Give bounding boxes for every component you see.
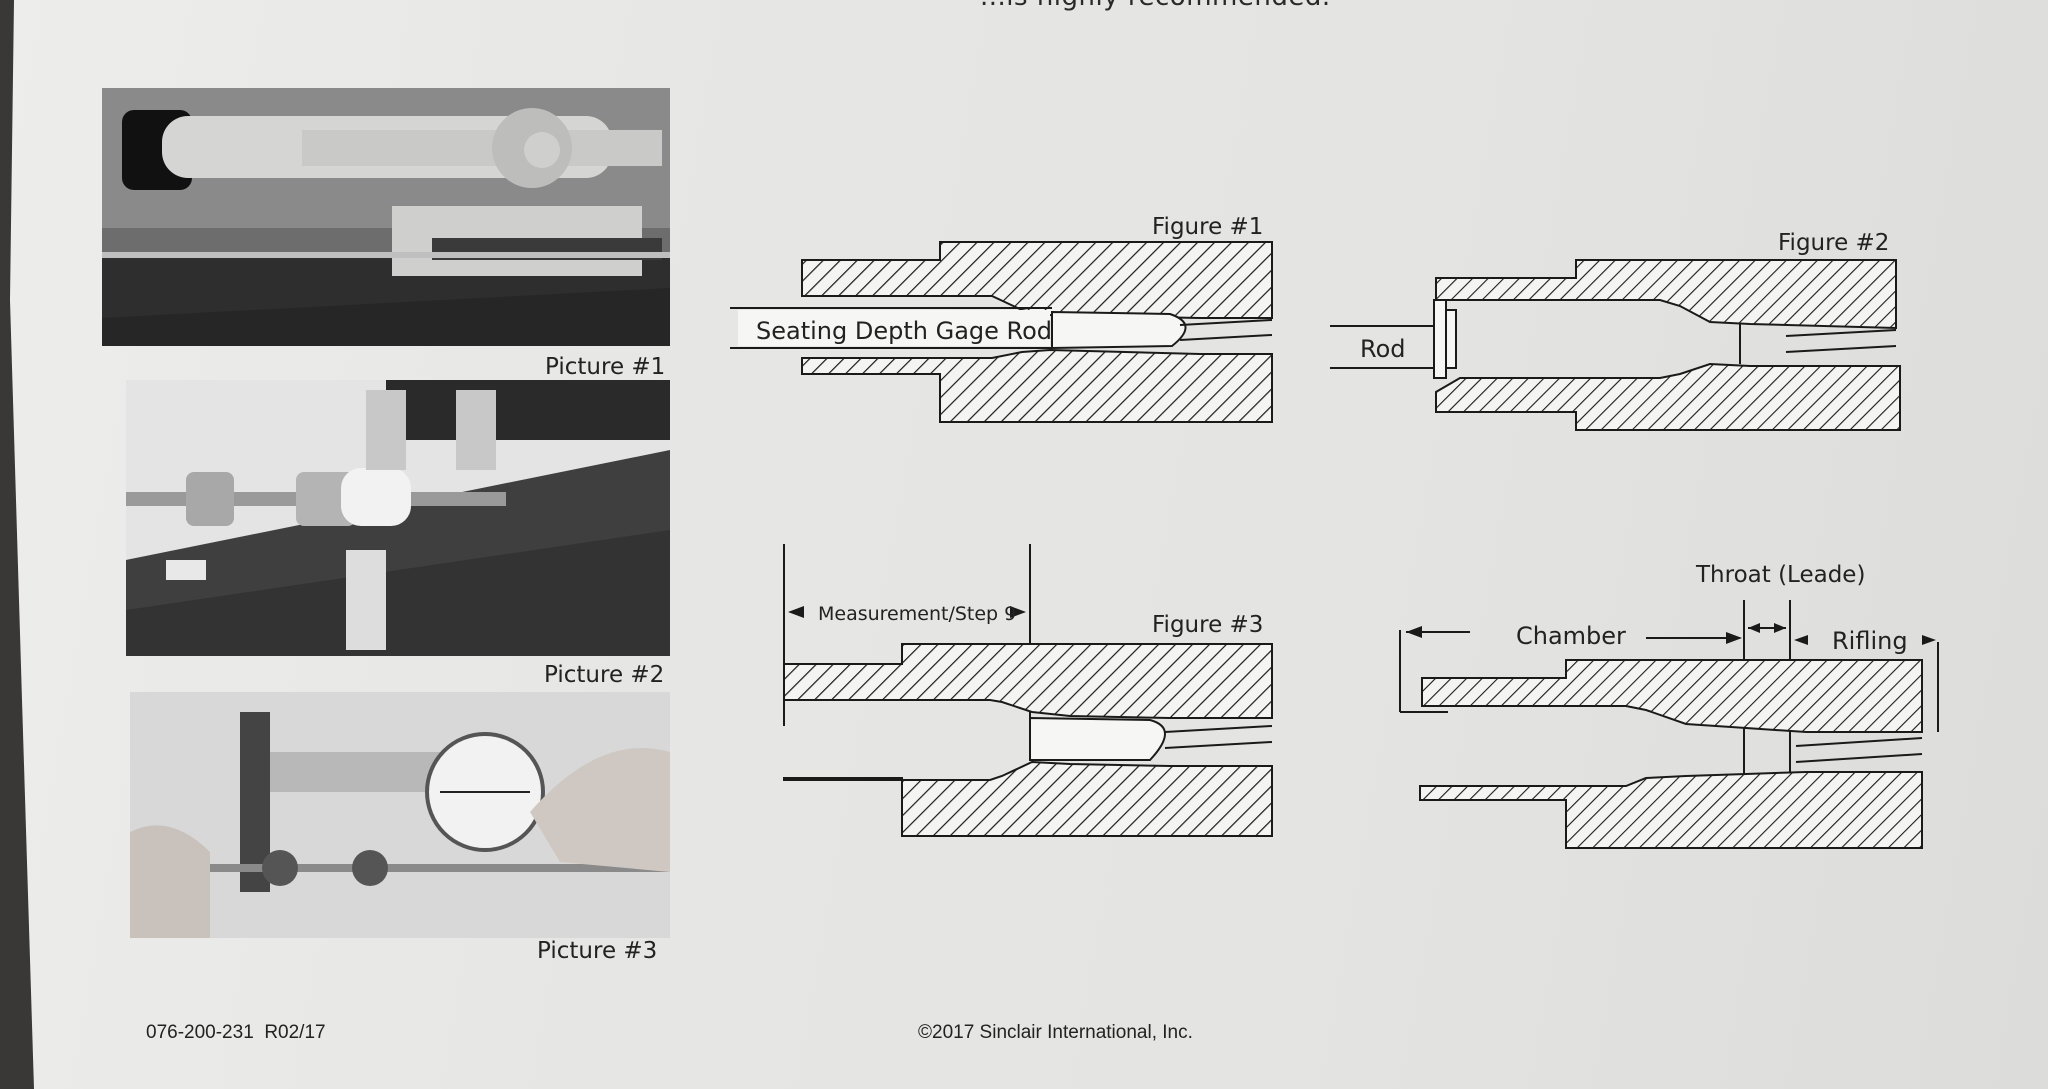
figure-3-diagram: Measurement/Step 9 Figure #3 [783,544,1273,837]
picture-2-caption: Picture #2 [544,662,665,688]
throat-leade-label: Throat (Leade) [1695,562,1865,588]
header-fragment: ...is highly recommended. [980,0,1331,12]
picture-2-photo [126,380,670,656]
measurement-step9-label: Measurement/Step 9 [818,603,1016,625]
barrel-lower-half [1435,362,1901,431]
figure-3-title: Figure #3 [1152,612,1263,638]
copyright: ©2017 Sinclair International, Inc. [918,1022,1193,1043]
rifling-label: Rifling [1832,627,1908,655]
picture-1-photo [102,88,670,346]
barrel-lower-half [801,348,1273,423]
barrel-upper-half [801,241,1273,319]
part-number: 076-200-231 R02/17 [146,1022,326,1043]
barrel-upper-half [1435,259,1897,330]
barrel-lower-half [783,760,1273,837]
barrel-upper-half [1421,659,1923,733]
rod-label: Rod [1360,335,1406,363]
figure-1-title: Figure #1 [1152,214,1263,240]
seating-depth-gage-rod-label: Seating Depth Gage Rod [756,317,1052,345]
chamber-label: Chamber [1516,622,1626,650]
picture-1-caption: Picture #1 [545,354,666,380]
bullet [1029,716,1166,761]
picture-3-caption: Picture #3 [537,938,658,964]
figure-2-diagram: Figure #2 Rod [1330,230,1901,431]
figure-4-diagram: Throat (Leade) Chamber Rifling [1399,562,1939,849]
figure-2-title: Figure #2 [1778,230,1889,256]
barrel-upper-half [783,643,1273,719]
barrel-lower-half [1419,771,1923,849]
bullet [1051,310,1187,350]
figure-1-diagram: Figure #1 Seating Depth Gage Rod [730,214,1273,423]
picture-3-photo [130,692,670,938]
rod-tip [1433,299,1447,379]
